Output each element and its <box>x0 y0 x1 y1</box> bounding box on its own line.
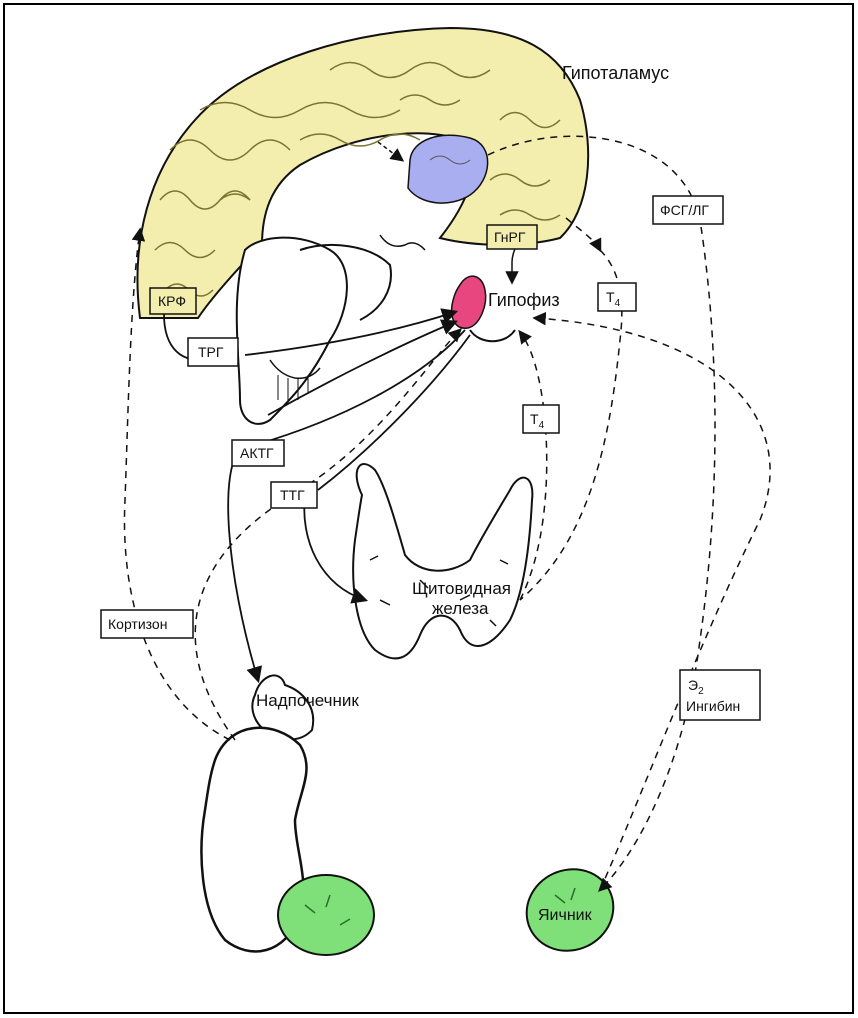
thyroid-gland <box>353 464 532 658</box>
label-adrenal: Надпочечник <box>256 691 359 710</box>
box-gnrh: ГнРГ <box>487 225 537 249</box>
svg-text:ТРГ: ТРГ <box>198 344 224 360</box>
svg-text:ФСГ/ЛГ: ФСГ/ЛГ <box>660 202 709 218</box>
box-trh: ТРГ <box>188 338 238 366</box>
svg-text:ГнРГ: ГнРГ <box>494 229 526 245</box>
brain-cortex <box>137 28 588 318</box>
box-fsh-lh: ФСГ/ЛГ <box>653 196 723 224</box>
box-tsh: ТТГ <box>271 482 317 508</box>
svg-text:АКТГ: АКТГ <box>240 445 274 461</box>
box-cortisol: Кортизон <box>101 610 193 638</box>
ovary-left <box>278 875 374 955</box>
svg-text:ТТГ: ТТГ <box>280 487 305 503</box>
box-t4-lower: Т4 <box>523 405 559 433</box>
label-hypothalamus: Гипоталамус <box>562 63 669 83</box>
label-thyroid-1: Щитовидная <box>412 579 511 598</box>
svg-text:Ингибин: Ингибин <box>686 698 740 714</box>
pituitary-gland <box>452 276 486 328</box>
box-acth: АКТГ <box>232 440 284 466</box>
label-thyroid-2: железа <box>432 599 489 618</box>
box-e2-inhibin: Э2 Ингибин <box>680 670 760 720</box>
box-crf: КРФ <box>150 288 196 314</box>
svg-text:Кортизон: Кортизон <box>108 616 167 632</box>
svg-text:КРФ: КРФ <box>158 293 186 309</box>
brainstem-structure <box>237 238 347 424</box>
label-ovary: Яичник <box>538 907 593 924</box>
label-pituitary: Гипофиз <box>488 290 560 310</box>
box-t4-upper: Т4 <box>598 283 636 311</box>
